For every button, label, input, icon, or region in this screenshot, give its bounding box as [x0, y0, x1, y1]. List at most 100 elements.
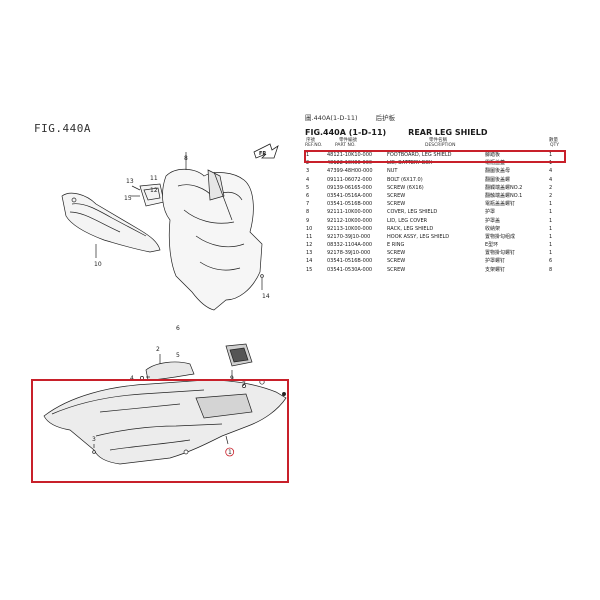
cell-ref: 1: [306, 152, 310, 158]
header-qty-cn: 數量: [549, 138, 558, 143]
cell-ref: 7: [306, 201, 310, 208]
row-highlight-box: [304, 150, 566, 163]
cell-ref: 15: [306, 266, 313, 273]
header-desc-cn: 零件名稱: [429, 138, 447, 143]
cell-ref: 5: [306, 184, 310, 191]
callout-2: 2: [156, 346, 160, 353]
bracket-part: [130, 183, 165, 207]
cell-part-no: 92178-39J10-000: [327, 250, 371, 257]
cell-qty: 1: [549, 250, 553, 257]
cell-qty: 2: [549, 192, 553, 199]
cell-ref: 4: [306, 176, 310, 183]
table-section-name: REAR LEG SHIELD: [408, 128, 488, 137]
front-arrow-icon: FR: [253, 143, 279, 159]
header-qty: QTY: [550, 143, 560, 148]
cell-ref: 10: [306, 225, 313, 232]
cell-cn-name: 翻觸端盖螺NO.2: [485, 184, 523, 191]
callout-7: 7: [242, 381, 246, 388]
callout-13: 13: [126, 178, 134, 185]
cell-cn-name: 翻触端盖螺NO.1: [485, 192, 523, 199]
callout-1-ring: [225, 447, 235, 457]
cell-cn-name: 翻圖後盖母: [485, 168, 511, 175]
cell-description: E RING: [387, 242, 405, 249]
cell-qty: 1: [549, 152, 553, 158]
cell-part-no: 48122-10K00-000: [327, 160, 373, 167]
cell-qty: 1: [549, 209, 553, 216]
cell-description: SCREW: [387, 192, 406, 199]
cell-cn-name: 护罩: [485, 209, 496, 216]
table-figure-title: FIG.440A (1-D-11): [305, 128, 387, 137]
cell-description: SCREW (6X16): [387, 184, 424, 191]
cell-description: COVER, LEG SHIELD: [387, 209, 438, 216]
cell-part-no: 92112-10K00-000: [327, 217, 373, 224]
battery-lid-part: [145, 354, 195, 381]
callout-5: 5: [176, 352, 180, 359]
cell-cn-name: 收納架: [485, 225, 501, 232]
cell-ref: 13: [306, 250, 313, 257]
table-cn-figure: 圖.440A(1-D-11): [305, 114, 358, 122]
cell-ref: 3: [306, 168, 310, 175]
header-desc: DESCRIPTION: [425, 143, 456, 148]
callout-3: 3: [92, 436, 96, 443]
cell-qty: 1: [549, 225, 553, 232]
cell-qty: 1: [549, 160, 553, 167]
cell-qty: 4: [549, 176, 553, 183]
callout-9: 9: [230, 375, 234, 382]
cell-part-no: 03541-0530A-000: [327, 266, 373, 273]
leg-cover-lid-part: [225, 343, 253, 384]
cell-cn-name: 電瓶盖蓋: [485, 160, 506, 167]
callout-14: 14: [262, 293, 270, 300]
cell-part-no: 92170-39J10-000: [327, 233, 371, 240]
cell-description: FOOTBOARD, LEG SHIELD: [387, 152, 452, 158]
leg-shield-cover-part: [162, 152, 263, 311]
cell-ref: 14: [306, 258, 313, 265]
footboard-highlight-box: [31, 379, 289, 483]
cell-cn-name: 护罩螺钉: [485, 258, 506, 265]
cell-cn-name: E型环: [485, 242, 499, 249]
cell-description: LID, LEG COVER: [387, 217, 428, 224]
header-ref: REF.NO.: [305, 143, 323, 148]
cell-qty: 2: [549, 184, 553, 191]
cell-qty: 4: [549, 168, 553, 175]
cell-cn-name: 翻圖後盖螺: [485, 176, 511, 183]
cell-cn-name: 置物掛勾组成: [485, 233, 516, 240]
table-cn-name: 后护板: [375, 114, 396, 122]
callout-15: 15: [124, 195, 132, 202]
table-cn-title: 圖.440A(1-D-11) 后护板: [305, 112, 395, 122]
front-arrow-label: FR: [259, 151, 266, 157]
cell-cn-name: 置物掛勾螺钉: [485, 250, 516, 257]
cell-description: SCREW: [387, 250, 406, 257]
callout-8: 8: [184, 155, 188, 162]
cell-ref: 12: [306, 242, 313, 249]
table-row: 13 92178-39J10-000 SCREW 置物掛勾螺钉 1: [305, 249, 565, 257]
cell-qty: 1: [549, 242, 553, 249]
cell-qty: 6: [549, 258, 553, 265]
cell-qty: 1: [549, 217, 553, 224]
callout-4: 4: [130, 375, 134, 382]
header-part-cn: 零件編號: [339, 138, 357, 143]
cell-part-no: 92113-10K00-000: [327, 225, 373, 232]
cell-ref: 6: [306, 192, 310, 199]
cell-part-no: 48121-10K10-000: [327, 152, 373, 158]
cell-ref: 9: [306, 217, 310, 224]
cell-description: LID, BATTERY BOX: [387, 160, 433, 167]
cell-part-no: 03541-0516B-000: [327, 258, 373, 265]
cell-ref: 8: [306, 209, 310, 216]
cell-qty: 1: [549, 201, 553, 208]
callout-12: 12: [150, 187, 158, 194]
header-part: PART NO.: [335, 143, 356, 148]
cell-description: SCREW: [387, 258, 406, 265]
cell-part-no: 92111-10K00-000: [327, 209, 373, 216]
